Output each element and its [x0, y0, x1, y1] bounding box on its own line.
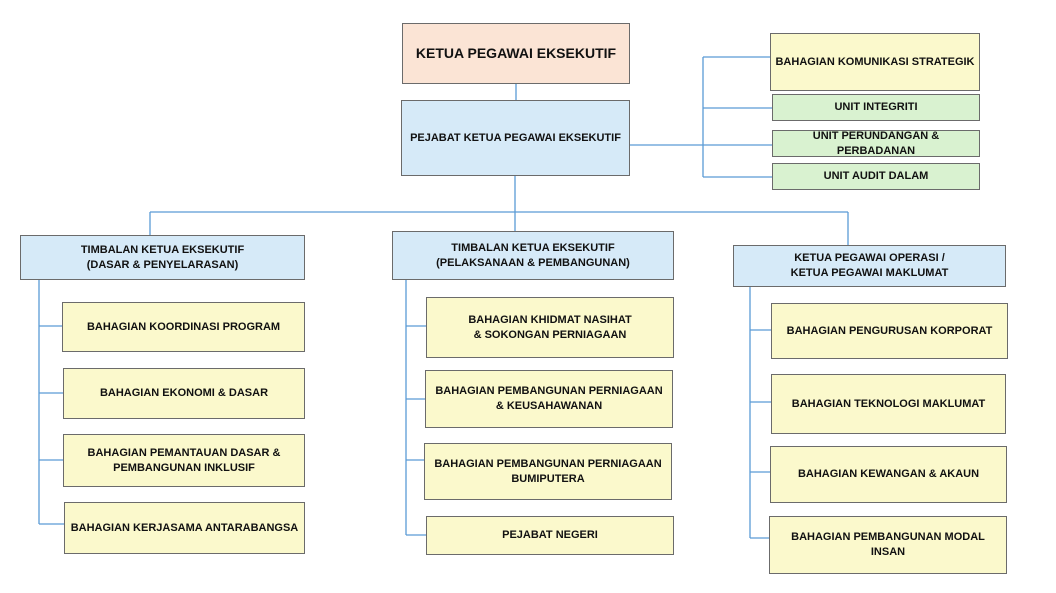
- dept-corporate-management: BAHAGIAN PENGURUSAN KORPORAT: [771, 303, 1008, 359]
- dept-program-coordination: BAHAGIAN KOORDINASI PROGRAM: [62, 302, 305, 352]
- deputy-implementation-development: TIMBALAN KETUA EKSEKUTIF (PELAKSANAAN & …: [392, 231, 674, 280]
- dept-information-technology: BAHAGIAN TEKNOLOGI MAKLUMAT: [771, 374, 1006, 434]
- unit-integrity: UNIT INTEGRITI: [772, 94, 980, 121]
- deputy-policy-coordination: TIMBALAN KETUA EKSEKUTIF (DASAR & PENYEL…: [20, 235, 305, 280]
- dept-finance-accounts: BAHAGIAN KEWANGAN & AKAUN: [770, 446, 1007, 503]
- dept-international-cooperation: BAHAGIAN KERJASAMA ANTARABANGSA: [64, 502, 305, 554]
- dept-business-entrepreneurship: BAHAGIAN PEMBANGUNAN PERNIAGAAN & KEUSAH…: [425, 370, 673, 428]
- unit-strategic-communication: BAHAGIAN KOMUNIKASI STRATEGIK: [770, 33, 980, 91]
- dept-advisory-support: BAHAGIAN KHIDMAT NASIHAT & SOKONGAN PERN…: [426, 297, 674, 358]
- dept-state-office: PEJABAT NEGERI: [426, 516, 674, 555]
- dept-bumiputera-business: BAHAGIAN PEMBANGUNAN PERNIAGAAN BUMIPUTE…: [424, 443, 672, 500]
- unit-internal-audit: UNIT AUDIT DALAM: [772, 163, 980, 190]
- ceo-office-box: PEJABAT KETUA PEGAWAI EKSEKUTIF: [401, 100, 630, 176]
- ceo-box: KETUA PEGAWAI EKSEKUTIF: [402, 23, 630, 84]
- chief-operating-information-officer: KETUA PEGAWAI OPERASI / KETUA PEGAWAI MA…: [733, 245, 1006, 287]
- unit-legal-corporate: UNIT PERUNDANGAN & PERBADANAN: [772, 130, 980, 157]
- dept-human-capital: BAHAGIAN PEMBANGUNAN MODAL INSAN: [769, 516, 1007, 574]
- dept-policy-monitoring: BAHAGIAN PEMANTAUAN DASAR & PEMBANGUNAN …: [63, 434, 305, 487]
- dept-economy-policy: BAHAGIAN EKONOMI & DASAR: [63, 368, 305, 419]
